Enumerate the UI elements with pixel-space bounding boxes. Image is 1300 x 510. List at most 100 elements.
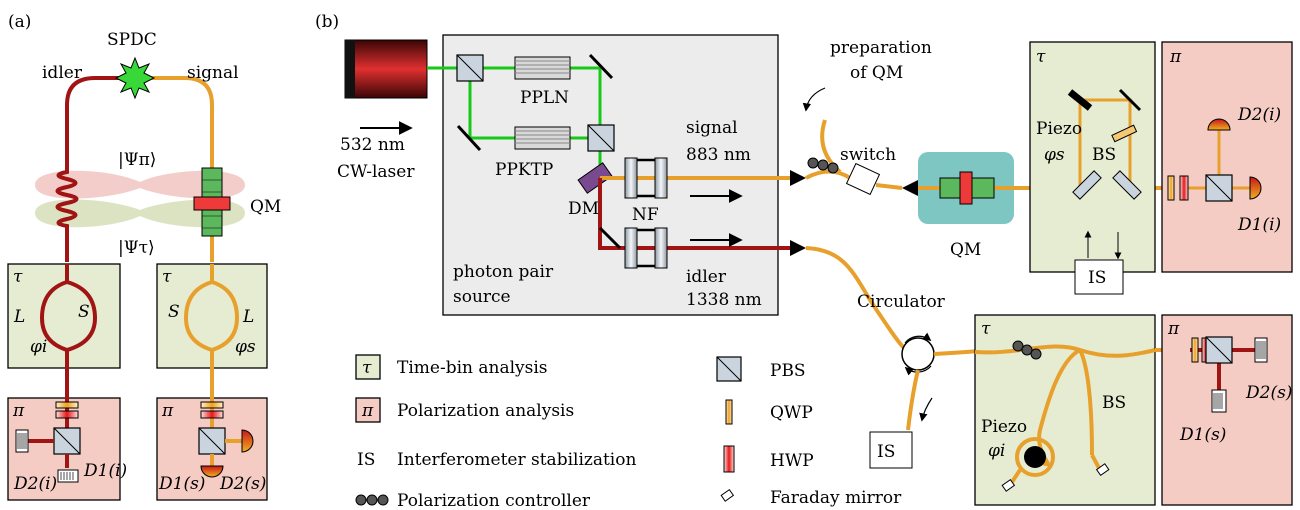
legend-pbs-text: PBS (770, 361, 806, 381)
pi-label-idler-b: π (1167, 319, 1180, 339)
legend-hwp-icon (723, 445, 735, 473)
pi-label-signal-b: π (1169, 47, 1182, 67)
panel-b: (b) 532 nm CW-laser PPLN PPKTP DM (315, 12, 1293, 506)
laser-wavelength-label: 532 nm (340, 135, 405, 155)
piezo-label-i: Piezo (981, 417, 1027, 437)
phase-i-label: φi (988, 441, 1005, 461)
legend-is-text: Interferometer stabilization (397, 450, 636, 470)
legend-polarization-swatch (355, 397, 381, 423)
circulator-icon (901, 337, 935, 371)
qwp-icon (55, 401, 79, 409)
legend-faraday-mirror-icon (720, 488, 735, 502)
time-bin-box-idler-b (974, 314, 1156, 506)
detector-d2i-label: D2(i) (13, 474, 57, 494)
detector-d2i-label-b: D2(i) (1237, 105, 1281, 125)
legend-qwp-text: QWP (770, 403, 813, 423)
bs-label-s: BS (1092, 145, 1116, 165)
detector-d2s-label-b: D2(s) (1245, 383, 1292, 403)
spdc-label: SPDC (107, 30, 157, 50)
legend: τ Time-bin analysis π Polarization analy… (355, 354, 902, 510)
legend-qwp-icon (725, 399, 733, 425)
detector-d1i-label-b: D1(i) (1237, 215, 1281, 235)
legend-hwp-text: HWP (770, 451, 814, 471)
notch-filter-idler (624, 227, 668, 269)
qm-label-b: QM (950, 240, 981, 260)
prep-label-line2: of QM (850, 63, 903, 83)
source-label-line1: photon pair (453, 262, 554, 282)
piezo-label-s: Piezo (1036, 119, 1082, 139)
signal-label-b: signal (686, 118, 738, 138)
pi-label-idler: π (12, 401, 25, 421)
beam-splitter-icon (1072, 170, 1102, 200)
snspd-detector-icon (1211, 389, 1227, 413)
circulator-label: Circulator (857, 292, 946, 312)
mirror-icon (598, 226, 622, 250)
fiber-coupler-icon (902, 180, 918, 196)
legend-time-bin-swatch (355, 354, 381, 380)
legend-faraday-mirror-text: Faraday mirror (770, 488, 902, 508)
is-box-signal (1074, 259, 1124, 295)
panel-b-tag: (b) (315, 12, 339, 32)
detector-icon (1207, 118, 1231, 131)
faraday-mirror-icon (1095, 463, 1110, 477)
tau-label-idler: τ (13, 267, 23, 287)
ppktp-label: PPKTP (495, 160, 553, 180)
is-box-idler (869, 431, 913, 469)
notch-filter-signal (624, 157, 668, 199)
idler-arc (65, 76, 135, 160)
legend-pi-symbol: π (361, 401, 374, 421)
qwp-icon (1191, 337, 1199, 363)
detector-icon (200, 465, 224, 478)
beam-splitter-icon (1112, 170, 1142, 200)
detector-d1i-label: D1(i) (83, 461, 127, 481)
idler-wavelength-label: 1338 nm (686, 290, 762, 310)
panel-a: (a) SPDC idler signal |Ψπ⟩ |Ψτ⟩ QM τ τ L (7, 12, 281, 501)
qwp-icon (200, 401, 224, 409)
prep-label-line1: preparation (830, 38, 932, 58)
time-bin-box-signal-b (1029, 41, 1156, 273)
psi-pi-label: |Ψπ⟩ (118, 150, 156, 170)
detector-icon (241, 429, 254, 453)
signal-wavelength-label: 883 nm (686, 145, 751, 165)
signal-arc (135, 76, 214, 160)
mirror-icon (1118, 88, 1142, 112)
faraday-mirror-icon (1001, 478, 1016, 492)
legend-polarization-text: Polarization analysis (397, 401, 574, 421)
laser-label: CW-laser (337, 162, 415, 182)
switch-icon (845, 162, 881, 196)
phase-s-label: φs (1044, 145, 1065, 165)
tau-label-signal-b: τ (1036, 47, 1046, 67)
bs-label-i: BS (1102, 393, 1126, 413)
psi-pi-band (35, 170, 245, 199)
polarization-controller-icon (817, 159, 829, 171)
detector-icon (1249, 176, 1262, 200)
phase-signal-label: φs (235, 337, 256, 357)
legend-is-symbol: IS (357, 450, 375, 470)
switch-label: switch (840, 145, 896, 165)
idler-label: idler (42, 63, 83, 83)
source-label-line2: source (453, 287, 511, 307)
spdc-star-icon (114, 56, 156, 100)
hwp-icon (200, 410, 224, 419)
legend-tau-symbol: τ (362, 358, 372, 378)
legend-polarization-controller-icon (355, 494, 389, 506)
polarization-controller-icon (1021, 344, 1033, 356)
hwp-icon (1179, 175, 1189, 201)
panel-a-tag: (a) (8, 12, 31, 32)
mirror-icon (588, 53, 614, 80)
ppln-crystal (514, 56, 571, 80)
short-arm-label-idler: S (78, 302, 90, 322)
dm-label: DM (568, 199, 599, 219)
detector-d1s-label-b: D1(s) (1179, 425, 1226, 445)
is-label-signal: IS (1088, 268, 1106, 288)
psi-tau-band (35, 199, 245, 228)
is-label-idler: IS (877, 442, 895, 462)
qm-label-a: QM (250, 197, 281, 217)
detector-d1s-label: D1(s) (158, 474, 205, 494)
ppln-label: PPLN (520, 88, 569, 108)
ppktp-crystal (514, 126, 571, 150)
piezo-mirror-icon (1067, 89, 1093, 111)
fiber-coupler-icon (790, 240, 806, 256)
tau-label-signal: τ (162, 267, 172, 287)
